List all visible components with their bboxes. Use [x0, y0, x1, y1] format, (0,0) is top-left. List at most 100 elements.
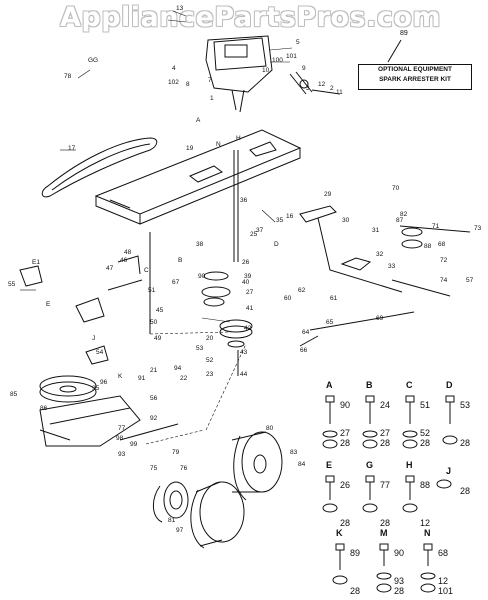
callout-22: 22: [180, 375, 188, 382]
callout-99: 99: [130, 441, 138, 448]
kit-e-nut: [322, 503, 338, 513]
callout-8: 8: [186, 81, 190, 88]
callout-20: 20: [206, 335, 214, 342]
callout-78: 78: [64, 73, 72, 80]
frame: [94, 129, 302, 225]
transaxle: [39, 375, 179, 447]
kit-m-washer: 93: [394, 576, 405, 586]
kit-g-bolt: [365, 475, 375, 500]
callout-19: 19: [186, 145, 194, 152]
callout-45: 45: [156, 307, 164, 314]
callout-84: 84: [298, 461, 306, 468]
shift-linkage: [299, 205, 471, 347]
callout-26: 26: [242, 259, 250, 266]
callout-12: 12: [318, 81, 326, 88]
kit-d-bolt: 53: [460, 400, 471, 410]
callout-5: 5: [296, 39, 300, 46]
callout-91: 91: [138, 375, 146, 382]
kit-b-nut: 28: [380, 438, 391, 448]
callout-E: E: [46, 301, 51, 308]
callout-41: 41: [246, 305, 254, 312]
kit-c-washer: 52: [420, 428, 431, 438]
callout-101: 101: [286, 53, 297, 60]
callout-44: 44: [240, 371, 248, 378]
callout-10: 10: [262, 67, 270, 74]
callout-48: 48: [124, 249, 132, 256]
callout-7: 7: [208, 77, 212, 84]
center-spindle: [201, 150, 253, 376]
kit-m-nut: [376, 583, 392, 593]
kit-m-washer: [376, 572, 392, 580]
callout-30: 30: [342, 217, 350, 224]
callout-46: 46: [120, 257, 128, 264]
kit-k-bolt: 89: [350, 548, 361, 558]
kit-n-washer: 12: [438, 576, 449, 586]
kit-h-bolt: 88: [420, 480, 431, 490]
spark-arrester-kit: [289, 39, 402, 95]
kit-d-letter: D: [446, 380, 453, 390]
callout-50: 50: [150, 319, 158, 326]
callout-B: B: [178, 257, 182, 264]
callout-32: 32: [376, 251, 384, 258]
callout-97: 97: [176, 527, 184, 534]
callout-49: 49: [154, 335, 162, 342]
optional-equipment-box: OPTIONAL EQUIPMENT SPARK ARRESTER KIT: [358, 64, 472, 90]
callout-16: 16: [286, 213, 294, 220]
callout-71: 71: [432, 223, 440, 230]
callout-65: 65: [326, 319, 334, 326]
kit-n-bolt: 68: [438, 548, 449, 558]
callout-31: 31: [372, 227, 380, 234]
kit-c-washer: [402, 430, 418, 438]
callout-74: 74: [440, 277, 448, 284]
callout-36: 36: [240, 197, 248, 204]
kit-b-bolt: 24: [380, 400, 391, 410]
callout-70: 70: [392, 185, 400, 192]
callout-85: 85: [10, 391, 18, 398]
callout-3: 3: [306, 85, 310, 92]
callout-A: A: [196, 117, 201, 124]
kit-m-letter: M: [380, 528, 388, 538]
callout-E1: E1: [32, 259, 40, 266]
kit-n-nut: [420, 583, 436, 593]
callout-27: 27: [246, 289, 254, 296]
callout-68: 68: [438, 241, 446, 248]
kit-e-letter: E: [326, 460, 333, 470]
callout-61: 61: [330, 295, 338, 302]
kit-a-letter: A: [326, 380, 333, 390]
callout-25: 25: [250, 231, 258, 238]
hardware-kit-glyphs: [322, 395, 458, 593]
kit-a-bolt: 90: [340, 400, 351, 410]
kit-k-nut: [332, 575, 348, 585]
callout-81: 81: [168, 517, 176, 524]
kit-e-bolt: [325, 475, 335, 500]
callout-11: 11: [336, 89, 343, 96]
kit-c-nut: 28: [420, 438, 431, 448]
kit-b-letter: B: [366, 380, 373, 390]
callout-60: 60: [284, 295, 292, 302]
optional-equipment-line1: OPTIONAL EQUIPMENT: [378, 66, 452, 73]
optional-equipment-ref: 89: [400, 30, 408, 37]
callout-67: 67: [172, 279, 180, 286]
callout-D: D: [274, 241, 279, 248]
kit-d-nut: 28: [460, 438, 471, 448]
callout-38: 38: [196, 241, 204, 248]
kit-h-nut: 12: [420, 518, 431, 528]
kit-m-bolt: 90: [394, 548, 405, 558]
callout-102: 102: [168, 79, 179, 86]
callout-95: 95: [92, 385, 100, 392]
callout-43: 43: [240, 349, 248, 356]
callout-73: 73: [474, 225, 482, 232]
kit-n-bolt: [423, 543, 433, 566]
leader-lines: [20, 10, 293, 445]
kit-c-letter: C: [406, 380, 413, 390]
callout-92: 92: [150, 415, 158, 422]
kit-b-nut: [362, 439, 378, 449]
callout-72: 72: [440, 257, 448, 264]
callout-37: 37: [256, 227, 264, 234]
kit-e-bolt: 26: [340, 480, 351, 490]
callout-39: 39: [244, 273, 252, 280]
callout-98: 98: [116, 435, 124, 442]
kit-c-bolt: [405, 395, 415, 424]
